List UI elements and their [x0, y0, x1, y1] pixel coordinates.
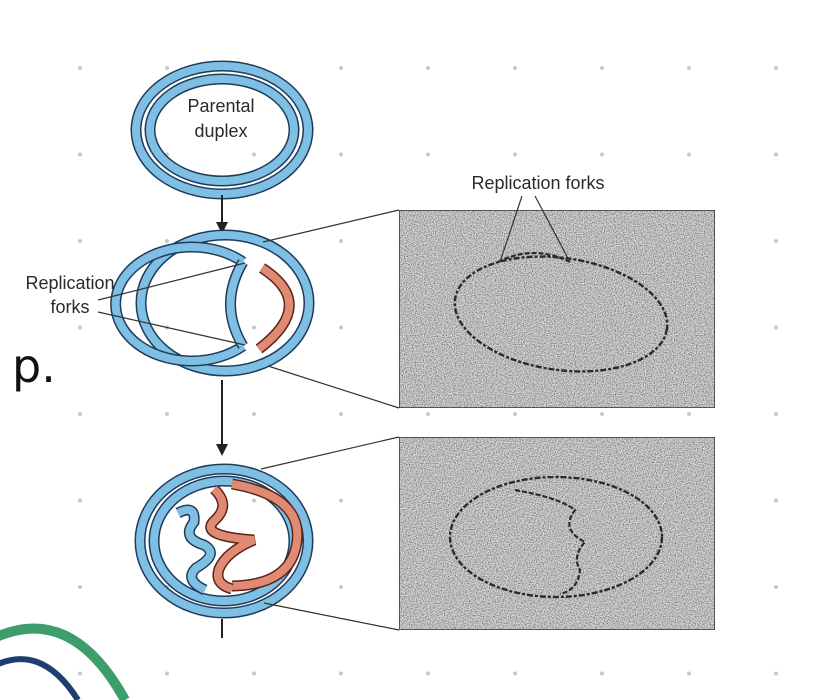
- fork-pointer-lines-top: [499, 195, 571, 263]
- corner-arc-decoration: [0, 623, 130, 700]
- grid-dot: [774, 325, 778, 330]
- grid-dot: [252, 498, 256, 503]
- zoom-lines-1: [262, 209, 400, 409]
- grid-dot: [339, 671, 343, 676]
- grid-dot: [78, 671, 82, 676]
- grid-dot: [426, 671, 430, 676]
- grid-dot: [600, 412, 604, 416]
- grid-dot: [78, 66, 82, 70]
- grid-dot: [687, 152, 691, 157]
- arrow-down-1: [216, 195, 228, 234]
- grid-dot: [339, 152, 343, 157]
- grid-dot: [165, 66, 169, 70]
- grid-dot: [774, 498, 778, 503]
- grid-dot: [165, 412, 169, 416]
- grid-dot: [687, 671, 691, 676]
- grid-dot: [339, 66, 343, 70]
- grid-dot: [513, 412, 517, 416]
- grid-dot: [78, 152, 82, 157]
- grid-dot: [426, 412, 430, 416]
- grid-dot: [513, 671, 517, 676]
- grid-dot: [774, 66, 778, 70]
- grid-dot: [78, 325, 82, 330]
- grid-dot: [774, 671, 778, 676]
- parental-duplex-circle: [130, 60, 314, 200]
- arrow-down-2: [216, 380, 228, 456]
- electron-micrograph-1: [399, 210, 715, 408]
- replication-forks-left-label-line2: forks: [50, 297, 89, 317]
- grid-dot: [774, 412, 778, 416]
- grid-dot: [774, 585, 778, 589]
- parental-duplex-label: Parental: [187, 96, 254, 116]
- grid-dot: [78, 585, 82, 589]
- grid-dot: [426, 66, 430, 70]
- grid-dot: [600, 66, 604, 70]
- grid-dot: [78, 412, 82, 416]
- replication-forks-top-label: Replication forks: [471, 173, 604, 193]
- grid-dot: [513, 152, 517, 157]
- grid-dot: [339, 412, 343, 416]
- handwritten-note: p.: [12, 339, 56, 393]
- grid-dot: [252, 412, 256, 416]
- fork-pointer-lines: [97, 262, 246, 346]
- grid-dot: [339, 585, 343, 589]
- grid-dot: [774, 239, 778, 243]
- zoom-lines-2: [260, 436, 400, 631]
- grid-dot: [687, 66, 691, 70]
- grid-dot: [774, 152, 778, 157]
- grid-dot: [339, 498, 343, 503]
- grid-dot: [252, 152, 256, 157]
- parental-duplex-label-line2: duplex: [194, 121, 247, 141]
- grid-dot: [339, 239, 343, 243]
- grid-dot: [600, 671, 604, 676]
- replication-forks-left-label: Replication: [25, 273, 114, 293]
- early-replication-circle: [110, 229, 315, 377]
- grid-dot: [339, 325, 343, 330]
- grid-dot: [78, 239, 82, 243]
- grid-dot: [252, 325, 256, 330]
- grid-dot: [600, 152, 604, 157]
- late-replication-circle: [134, 463, 314, 619]
- grid-dot: [426, 152, 430, 157]
- grid-dot: [165, 671, 169, 676]
- grid-dot: [687, 412, 691, 416]
- grid-dot: [78, 498, 82, 503]
- grid-dot: [165, 239, 169, 243]
- grid-dot: [513, 66, 517, 70]
- grid-dot: [252, 671, 256, 676]
- electron-micrograph-2: [399, 437, 715, 630]
